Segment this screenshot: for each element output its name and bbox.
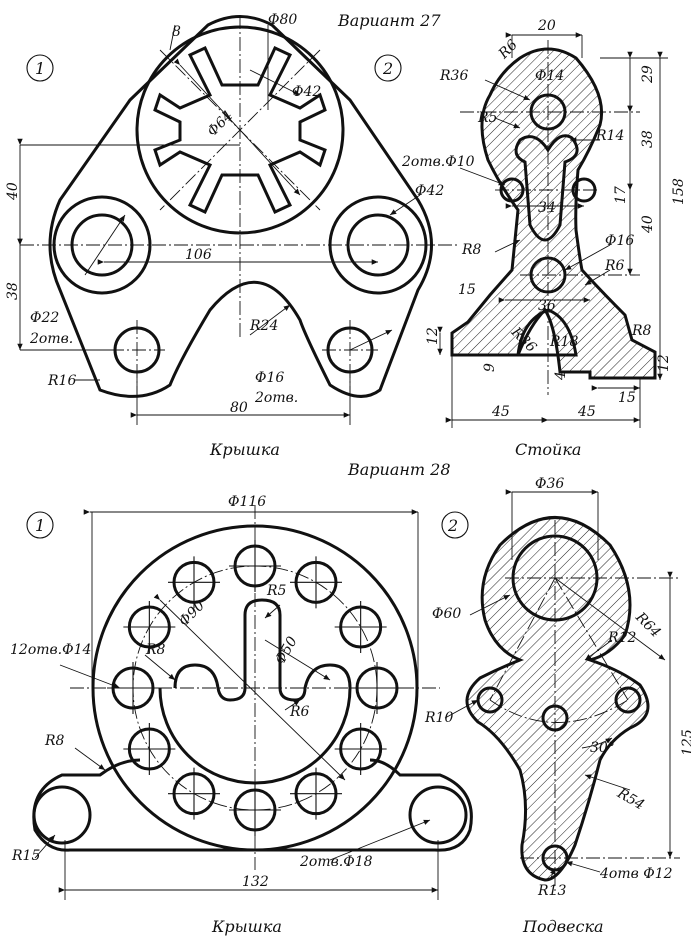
v27-p1-dim-106: 106 xyxy=(185,247,212,263)
v28-p2-dim-holes: 4отв Φ12 xyxy=(599,866,673,882)
v27-p2-dim-r18: R18 xyxy=(549,334,578,350)
v27-p1-dim-d80: Φ80 xyxy=(268,12,297,28)
v27-p1-dim-d22: Φ22 xyxy=(30,310,59,326)
variant-27-title: Вариант 27 xyxy=(337,11,441,30)
v27-stand-slot xyxy=(514,134,579,242)
v28-part2-number-circle xyxy=(441,511,469,539)
v28-cover-base xyxy=(32,758,473,852)
v28-part1-number-circle xyxy=(26,511,54,539)
v28-p1-dim-d116: Φ116 xyxy=(228,494,266,510)
v28-left-lug-hole xyxy=(32,785,92,845)
v27-p1-dim-40: 40 xyxy=(5,182,21,201)
v27-p2-dim-15: 15 xyxy=(458,282,476,298)
v27-p2-dim-9: 9 xyxy=(482,363,498,372)
v27-p2-dim-d16: Φ16 xyxy=(605,233,634,249)
v28-p1-dim-132: 132 xyxy=(242,874,269,890)
v27-p2-dim-4: 4 xyxy=(553,371,569,381)
v27-p2-dim-r5: R5 xyxy=(477,110,498,126)
v27-p2-dim-12b: 12 xyxy=(656,354,672,372)
v27-p2-dim-r6b: R6 xyxy=(604,258,625,274)
v27-p1-dim-d42: Φ42 xyxy=(292,84,321,100)
v27-part2-number: 2 xyxy=(382,59,393,78)
v27-p1-dim-d64: Φ64 xyxy=(204,108,236,140)
v27-p2-dim-r8: R8 xyxy=(461,242,482,258)
v27-cover-outline xyxy=(48,15,433,398)
v27-p2-dim-29: 29 xyxy=(640,65,656,84)
v27-p2-dim-12: 12 xyxy=(425,327,441,345)
v27-p2-dim-34: 34 xyxy=(538,200,556,216)
v27-part1-number-circle xyxy=(26,54,54,82)
variant-28-title: Вариант 28 xyxy=(347,460,451,479)
v27-p2-dim-d14: Φ14 xyxy=(535,68,564,84)
v28-part2-drawing: 2 Φ36 Φ60 R64 R12 R10 30° 125 R54 R13 xyxy=(424,476,691,936)
v28-part2-number: 2 xyxy=(447,516,458,535)
v27-p2-dim-r14: R14 xyxy=(595,128,624,144)
v27-part2-drawing: 2 20 R6 R36 xyxy=(374,18,687,459)
v28-p2-dim-125: 125 xyxy=(680,729,691,756)
v27-p2-dim-40: 40 xyxy=(640,215,656,234)
v27-p1-dim-d16: Φ16 xyxy=(255,370,284,386)
v28-p2-dim-r54: R54 xyxy=(614,785,647,814)
v28-p1-dim-r6: R6 xyxy=(289,704,310,720)
v27-p1-dim-80: 80 xyxy=(230,400,248,416)
v28-p1-dim-r8b: R8 xyxy=(44,733,65,749)
v28-p2-dim-r64: R64 xyxy=(632,609,664,641)
v28-p1-dim-holes2: 2отв.Φ18 xyxy=(299,854,373,870)
v28-right-lug-hole xyxy=(408,785,468,845)
v27-p2-dim-45a: 45 xyxy=(491,404,510,420)
v27-p2-dim-36: 36 xyxy=(538,298,556,314)
v27-p1-dim-r24: R24 xyxy=(249,318,278,334)
v28-p1-dim-holes: 12отв.Φ14 xyxy=(10,642,91,658)
v27-part2-name: Стойка xyxy=(515,440,581,459)
v28-part2-name: Подвеска xyxy=(522,917,604,936)
v27-p2-dim-holes: 2отв.Φ10 xyxy=(401,154,475,170)
v27-p2-dim-15b: 15 xyxy=(618,390,636,406)
v27-right-hole xyxy=(346,213,410,277)
v28-p1-dim-r15: R15 xyxy=(11,848,40,864)
v28-part1-name: Крышка xyxy=(211,917,282,936)
v28-p1-dim-r8: R8 xyxy=(145,642,166,658)
v27-p2-dim-38: 38 xyxy=(640,130,656,148)
v27-part2-number-circle xyxy=(374,54,402,82)
v27-part1-name: Крышка xyxy=(209,440,280,459)
v28-p2-dim-r13: R13 xyxy=(537,883,566,899)
v27-p2-dim-158: 158 xyxy=(671,178,687,205)
v28-p1-dim-r5: R5 xyxy=(266,583,287,599)
v27-part1-drawing: 1 xyxy=(5,12,460,459)
v28-p2-dim-r10: R10 xyxy=(424,710,453,726)
v27-p2-dim-17: 17 xyxy=(613,186,629,204)
v27-p1-dim-d42b: Φ42 xyxy=(415,183,444,199)
v28-part1-drawing: 1 Φ116 R5 Φ90 Φ50 12отв.Φ14 R8 R6 R8 R15 xyxy=(10,494,473,936)
v27-p1-dim-r16: R16 xyxy=(47,373,76,389)
v28-p1-dim-d90: Φ90 xyxy=(176,598,208,630)
v28-p2-dim-d36: Φ36 xyxy=(535,476,564,492)
v28-p2-dim-d60: Φ60 xyxy=(432,606,461,622)
v27-p1-dim-d16-count: 2отв. xyxy=(254,390,298,406)
v28-p1-dim-d50: Φ50 xyxy=(272,634,301,667)
v27-stand-section xyxy=(450,47,657,380)
v27-p1-dim-38: 38 xyxy=(5,282,21,300)
v27-p1-dim-8: 8 xyxy=(172,24,181,40)
v27-p2-dim-45b: 45 xyxy=(577,404,596,420)
v27-p2-dim-r36: R36 xyxy=(439,68,468,84)
v28-p2-dim-r12: R12 xyxy=(607,630,636,646)
v27-p2-dim-r8b: R8 xyxy=(631,323,652,339)
v28-hanger-section xyxy=(465,516,650,882)
v27-p2-dim-20: 20 xyxy=(537,18,556,34)
v28-p2-dim-30deg: 30° xyxy=(590,740,615,756)
v27-p1-dim-d22-count: 2отв. xyxy=(29,331,73,347)
v28-hanger-right-hole xyxy=(614,686,642,714)
v28-part1-number: 1 xyxy=(35,516,45,535)
v27-part1-number: 1 xyxy=(35,59,45,78)
